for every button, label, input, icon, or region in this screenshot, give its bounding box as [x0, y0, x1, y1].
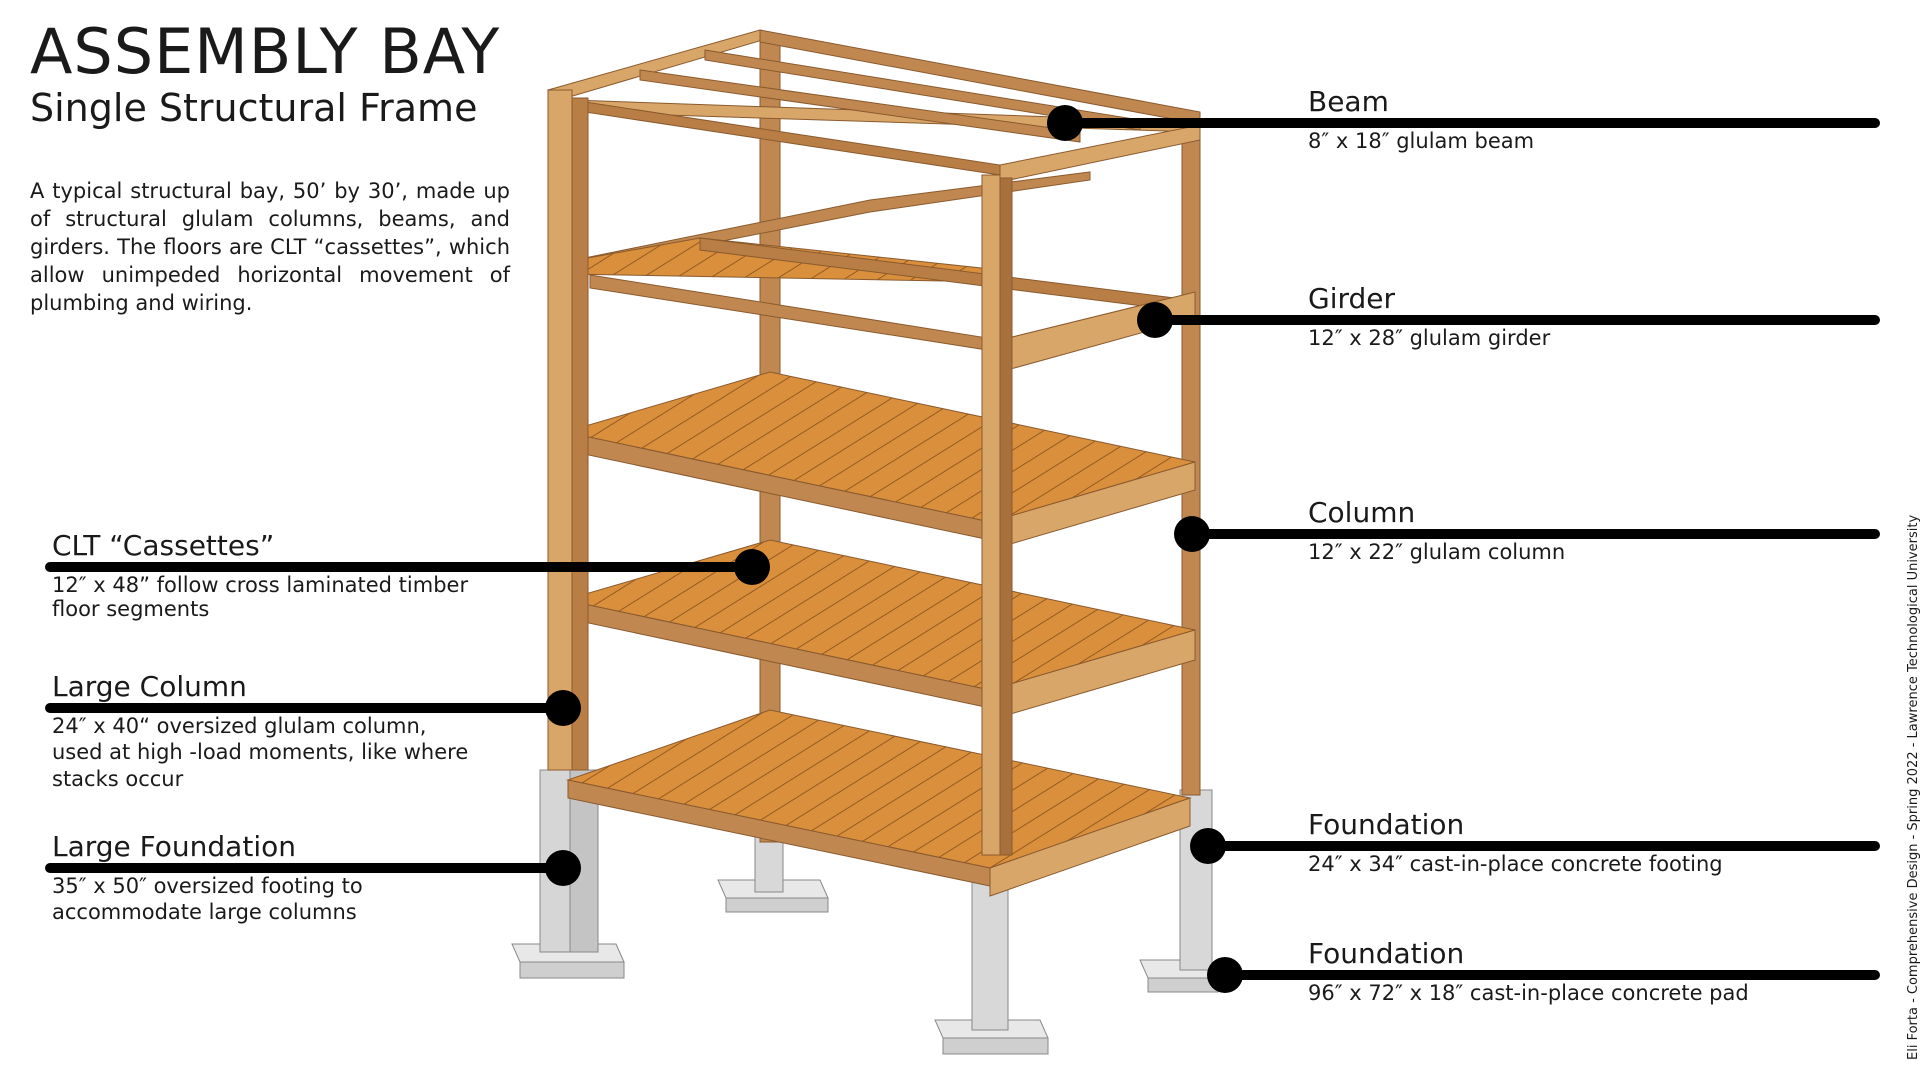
leader-large-foundation	[45, 850, 581, 886]
column-right	[1181, 114, 1201, 796]
leader-pad	[1207, 957, 1880, 993]
page-title: ASSEMBLY BAY	[30, 15, 501, 88]
leader-foundation	[1190, 828, 1880, 864]
leader-beam	[1047, 105, 1880, 141]
large-column-spec-line3: stacks occur	[52, 767, 184, 791]
beam-label: Beam	[1308, 85, 1389, 118]
column-spec: 12″ x 22″ glulam column	[1308, 540, 1566, 564]
clt-spec-line1: 12″ x 48” follow cross laminated timber	[52, 573, 469, 597]
leader-girder	[1137, 302, 1880, 338]
roof-framing	[546, 29, 1201, 183]
foundation-spec: 24″ x 34″ cast-in-place concrete footing	[1308, 852, 1723, 876]
large-column-spec-line2: used at high -load moments, like where	[52, 740, 469, 764]
large-foundation-spec-line2: accommodate large columns	[52, 900, 357, 924]
girder-label: Girder	[1308, 282, 1396, 315]
large-foundation-spec-line1: 35″ x 50″ oversized footing to	[52, 874, 363, 898]
footing-right	[1139, 789, 1219, 993]
level-2-deck	[564, 539, 1196, 721]
description: A typical structural bay, 50’ by 30’, ma…	[30, 179, 510, 315]
clt-label: CLT “Cassettes”	[52, 529, 275, 562]
column-label: Column	[1308, 496, 1416, 529]
leader-column	[1174, 516, 1880, 552]
pad-spec: 96″ x 72″ x 18″ cast-in-place concrete p…	[1308, 981, 1749, 1005]
level-4	[564, 171, 1196, 373]
large-column-front-left	[547, 89, 589, 771]
level-3-deck	[564, 371, 1196, 551]
large-foundation-label: Large Foundation	[52, 830, 296, 863]
large-column-label: Large Column	[52, 670, 247, 703]
clt-spec-line2: floor segments	[52, 597, 210, 621]
beam-spec: 8″ x 18″ glulam beam	[1308, 129, 1535, 153]
pad-label: Foundation	[1308, 937, 1465, 970]
level-1-deck	[566, 709, 1192, 897]
foundation-label: Foundation	[1308, 808, 1465, 841]
leader-clt	[45, 549, 770, 585]
credit-text: Eli Forta - Comprehensive Design - Sprin…	[1906, 514, 1920, 1060]
leader-large-column	[45, 690, 581, 726]
column-front	[981, 174, 1013, 856]
large-column-spec-line1: 24″ x 40“ oversized glulam column,	[52, 714, 427, 738]
page-subtitle: Single Structural Frame	[30, 86, 478, 130]
girder-spec: 12″ x 28″ glulam girder	[1308, 326, 1551, 350]
